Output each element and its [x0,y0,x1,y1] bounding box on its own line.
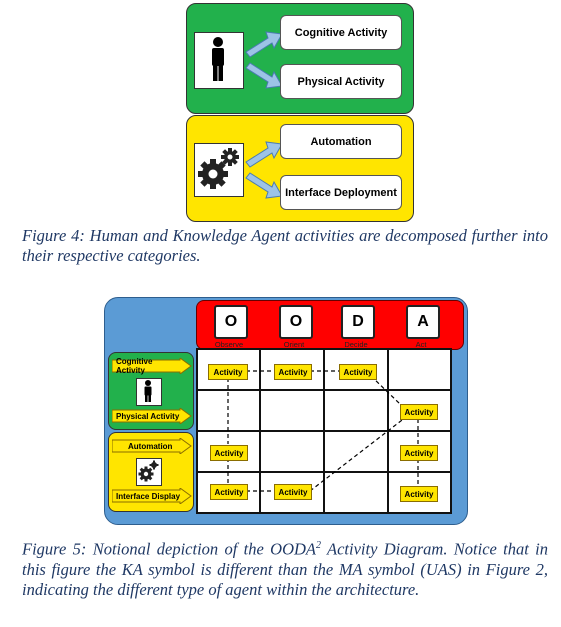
interface-display-row-label: Interface Display [116,491,181,501]
ooda-word-act: Act [415,340,427,349]
ooda-letter-act: A [406,305,440,339]
gears-icon [198,148,239,189]
gears-icon-box [136,458,162,486]
ooda-letter-observe: O [214,305,248,339]
cognitive-arrow [112,358,192,374]
activity-box: Activity [400,445,438,461]
person-icon [212,37,224,81]
activity-box: Activity [339,364,377,380]
ooda-word-orient: Orient [283,340,305,349]
physical-arrow [112,408,192,424]
caption-superscript: 2 [315,540,321,551]
activity-box: Activity [208,364,248,380]
gears-icon [138,460,159,482]
activity-grid [196,348,452,514]
activity-box: Activity [210,445,248,461]
person-icon [144,380,152,402]
ooda-letter-orient: O [279,305,313,339]
interface-arrow [112,488,192,504]
activity-box: Activity [210,484,248,500]
activity-box: Activity [274,364,312,380]
cognitive-activity-label: Cognitive Activity [280,15,402,50]
figure-5-caption: Figure 5: Notional depiction of the OODA… [22,536,548,600]
automation-arrow [112,438,192,454]
physical-activity-row-label: Physical Activity [116,411,180,421]
arrow-icon [245,31,283,89]
ooda-word-observe: Observe [214,340,244,349]
physical-activity-label: Physical Activity [280,64,402,99]
activity-box: Activity [400,404,438,420]
arrow-icon [245,141,283,199]
caption-text: Figure 5: Notional depiction of the OODA [22,539,316,559]
activity-box: Activity [274,484,312,500]
activity-box: Activity [400,486,438,502]
figure-4-caption: Figure 4: Human and Knowledge Agent acti… [22,226,548,265]
interface-deployment-label: Interface Deployment [280,175,402,210]
ooda-word-decide: Decide [344,340,368,349]
caption-text: Activity Diagram. Notice that in this fi… [22,539,548,599]
automation-label: Automation [280,124,402,159]
automation-row-label: Automation [128,441,173,451]
cognitive-activity-row-label: Cognitive Activity [116,357,153,375]
ooda-letter-decide: D [341,305,375,339]
